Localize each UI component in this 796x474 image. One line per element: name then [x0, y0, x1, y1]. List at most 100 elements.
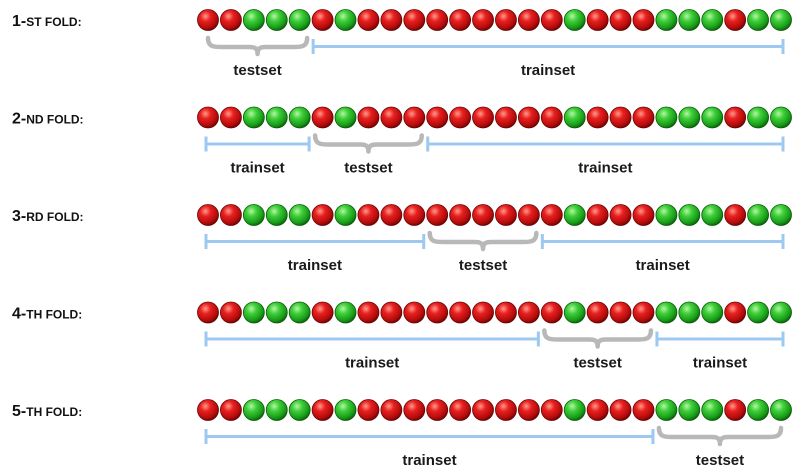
- fold-label-suffix: TH FOLD:: [26, 405, 82, 419]
- sample-negative: [517, 204, 540, 226]
- sample-negative: [724, 204, 747, 226]
- sample-positive: [334, 9, 357, 31]
- sample-positive: [334, 399, 357, 421]
- sample-negative: [403, 301, 426, 324]
- fold-label: 5-TH FOLD:: [12, 403, 82, 420]
- sample-negative: [609, 106, 632, 129]
- sample-negative: [540, 9, 563, 31]
- sample-negative: [540, 204, 563, 226]
- sample-negative: [472, 301, 494, 324]
- sample-positive: [334, 106, 357, 129]
- trainset-label: trainset: [521, 62, 575, 79]
- sample-negative: [540, 399, 563, 421]
- sample-positive: [678, 204, 701, 226]
- sample-negative: [403, 106, 426, 129]
- sample-positive: [563, 399, 586, 421]
- sample-negative: [357, 301, 380, 324]
- trainset-bracket: [426, 136, 785, 152]
- sample-negative: [609, 9, 632, 31]
- testset-label: testset: [459, 257, 507, 274]
- testset-label: testset: [233, 62, 281, 79]
- sample-negative: [609, 204, 632, 226]
- sample-negative: [426, 204, 449, 226]
- sample-negative: [449, 399, 472, 421]
- sample-negative: [426, 399, 449, 421]
- sample-positive: [655, 9, 678, 31]
- sample-positive: [334, 204, 357, 226]
- sample-negative: [197, 301, 219, 324]
- sample-negative: [632, 301, 655, 324]
- sample-negative: [586, 9, 609, 31]
- testset-label: testset: [573, 355, 621, 372]
- sample-negative: [311, 301, 334, 324]
- trainset-label: trainset: [288, 257, 342, 274]
- sample-positive: [242, 301, 265, 324]
- trainset-bracket: [204, 136, 311, 152]
- sample-negative: [495, 9, 517, 31]
- sample-negative: [472, 399, 494, 421]
- sample-negative: [517, 399, 540, 421]
- sample-negative: [220, 301, 242, 324]
- sample-negative: [472, 9, 494, 31]
- sample-negative: [197, 9, 219, 31]
- trainset-label: trainset: [402, 452, 456, 469]
- sample-positive: [334, 301, 357, 324]
- sample-positive: [747, 204, 769, 226]
- sample-negative: [380, 9, 403, 31]
- sample-negative: [426, 9, 449, 31]
- sample-negative: [380, 301, 403, 324]
- sample-negative: [495, 399, 517, 421]
- sample-positive: [265, 399, 288, 421]
- trainset-bracket: [204, 429, 655, 444]
- sample-negative: [426, 106, 449, 129]
- sample-negative: [197, 399, 219, 421]
- sample-positive: [678, 106, 701, 129]
- sample-positive: [288, 106, 311, 129]
- fold-label-suffix: ND FOLD:: [26, 113, 83, 127]
- trainset-label: trainset: [578, 160, 632, 177]
- sample-positive: [655, 399, 678, 421]
- sample-positive: [265, 106, 288, 129]
- sample-negative: [220, 106, 242, 129]
- sample-positive: [701, 204, 724, 226]
- sample-negative: [495, 204, 517, 226]
- trainset-bracket: [655, 331, 785, 347]
- sample-negative: [724, 399, 747, 421]
- sample-negative: [724, 9, 747, 31]
- fold-label-suffix: TH FOLD:: [26, 308, 82, 322]
- trainset-bracket: [204, 234, 426, 249]
- sample-negative: [403, 9, 426, 31]
- sample-positive: [747, 106, 769, 129]
- sample-negative: [586, 301, 609, 324]
- sample-negative: [724, 301, 747, 324]
- sample-positive: [265, 9, 288, 31]
- sample-negative: [380, 399, 403, 421]
- sample-positive: [655, 204, 678, 226]
- sample-negative: [449, 9, 472, 31]
- trainset-label: trainset: [636, 257, 690, 274]
- sample-negative: [495, 106, 517, 129]
- fold-label-number: 2-: [12, 111, 26, 128]
- sample-negative: [724, 106, 747, 129]
- sample-negative: [609, 399, 632, 421]
- sample-positive: [265, 204, 288, 226]
- sample-positive: [770, 204, 792, 226]
- sample-positive: [770, 9, 792, 31]
- sample-positive: [701, 399, 724, 421]
- sample-positive: [701, 301, 724, 324]
- testset-brace: [205, 35, 310, 57]
- sample-positive: [770, 399, 792, 421]
- sample-negative: [632, 9, 655, 31]
- fold-label-number: 1-: [12, 13, 26, 30]
- trainset-label: trainset: [693, 355, 747, 372]
- sample-negative: [586, 106, 609, 129]
- sample-negative: [197, 204, 219, 226]
- trainset-bracket: [204, 331, 540, 347]
- sample-positive: [242, 9, 265, 31]
- fold-label-number: 3-: [12, 208, 26, 225]
- fold-label-number: 4-: [12, 306, 26, 323]
- sample-positive: [655, 301, 678, 324]
